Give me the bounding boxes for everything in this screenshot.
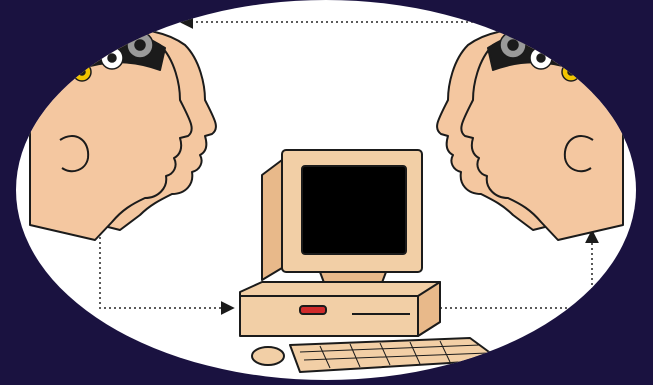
drive-slot — [300, 306, 326, 314]
computer-screen — [302, 166, 406, 254]
computer-mouse — [252, 347, 284, 365]
